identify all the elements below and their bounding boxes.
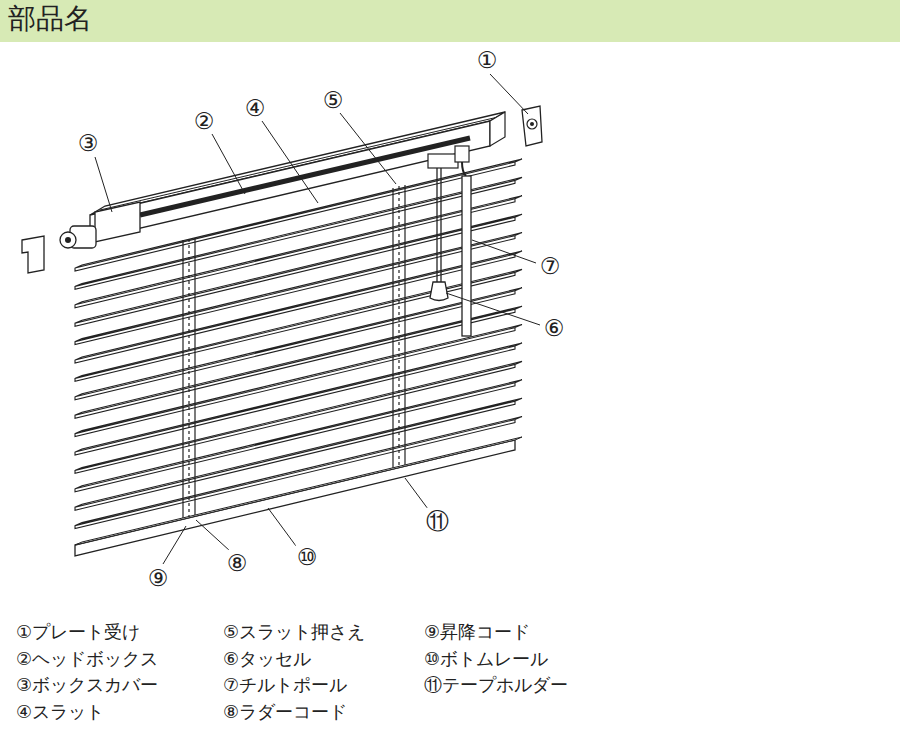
callout-number: ④ xyxy=(244,95,267,121)
pull-cord xyxy=(440,168,441,282)
headbox-front xyxy=(90,121,490,240)
part-name: ⑪テープホルダー xyxy=(424,675,568,696)
leader-line xyxy=(490,74,528,114)
plate-hole-center xyxy=(530,122,534,126)
leader-line xyxy=(212,134,245,194)
box-cover xyxy=(95,202,140,242)
pull-cord xyxy=(436,168,437,282)
callout-number: ③ xyxy=(77,130,100,156)
ladder-cord-line xyxy=(392,188,393,477)
left-bracket xyxy=(22,236,44,273)
gear-axle xyxy=(65,237,71,243)
callout-number: ⑪ xyxy=(425,508,450,534)
part-name: ③ボックスカバー xyxy=(16,675,158,696)
slat xyxy=(75,417,522,529)
leader-lines xyxy=(95,74,540,564)
leader-line xyxy=(446,293,540,325)
callout-number: ⑥ xyxy=(543,315,566,341)
headbox-end xyxy=(490,112,505,146)
tilt-hook-base xyxy=(455,146,469,162)
tilt-pole-hook xyxy=(462,162,466,176)
title-band xyxy=(0,0,900,42)
part-name: ⑧ラダーコード xyxy=(223,702,347,723)
callout-number: ⑧ xyxy=(226,550,249,576)
leader-line xyxy=(196,520,230,551)
callout-number: ⑦ xyxy=(539,253,562,279)
page-title: 部品名 xyxy=(8,3,92,35)
tilt-pole xyxy=(462,176,471,336)
callout-number: ① xyxy=(476,47,499,73)
headbox-rail xyxy=(140,138,470,215)
ladder-cord-line xyxy=(404,185,405,474)
headbox-edge xyxy=(100,117,498,210)
leader-line xyxy=(163,526,186,564)
leader-line xyxy=(405,478,428,509)
plate-hole xyxy=(527,119,537,129)
callout-number: ② xyxy=(193,108,216,134)
bottom-rail xyxy=(75,440,515,556)
part-name: ②ヘッドボックス xyxy=(16,649,158,670)
leader-line xyxy=(268,508,296,546)
callout-number: ⑤ xyxy=(322,87,345,113)
tilt-housing xyxy=(428,154,458,168)
bottom-rail-top xyxy=(75,437,522,545)
gear-end xyxy=(60,232,76,248)
plate-bracket xyxy=(522,106,542,146)
ladder-cord-line xyxy=(194,238,195,523)
part-name: ④スラット xyxy=(16,702,104,723)
part-name: ⑦チルトポール xyxy=(223,675,347,696)
callout-number: ⑨ xyxy=(147,565,170,591)
part-name: ①プレート受け xyxy=(16,622,140,643)
headbox-top xyxy=(90,112,505,215)
lift-cord-line xyxy=(398,186,399,478)
lift-cord-line xyxy=(188,239,189,528)
part-name: ⑤スラット押さえ xyxy=(223,622,365,643)
part-name: ⑨昇降コード xyxy=(424,622,530,643)
part-name: ⑩ボトムレール xyxy=(424,649,548,670)
leader-line xyxy=(340,113,396,184)
tassel xyxy=(430,282,448,301)
part-name: ⑥タッセル xyxy=(223,649,311,670)
leader-line xyxy=(472,240,536,263)
leader-line xyxy=(262,121,318,203)
ladder-cord-line xyxy=(182,240,183,526)
callout-number: ⑩ xyxy=(296,544,319,570)
leader-line xyxy=(95,157,112,212)
